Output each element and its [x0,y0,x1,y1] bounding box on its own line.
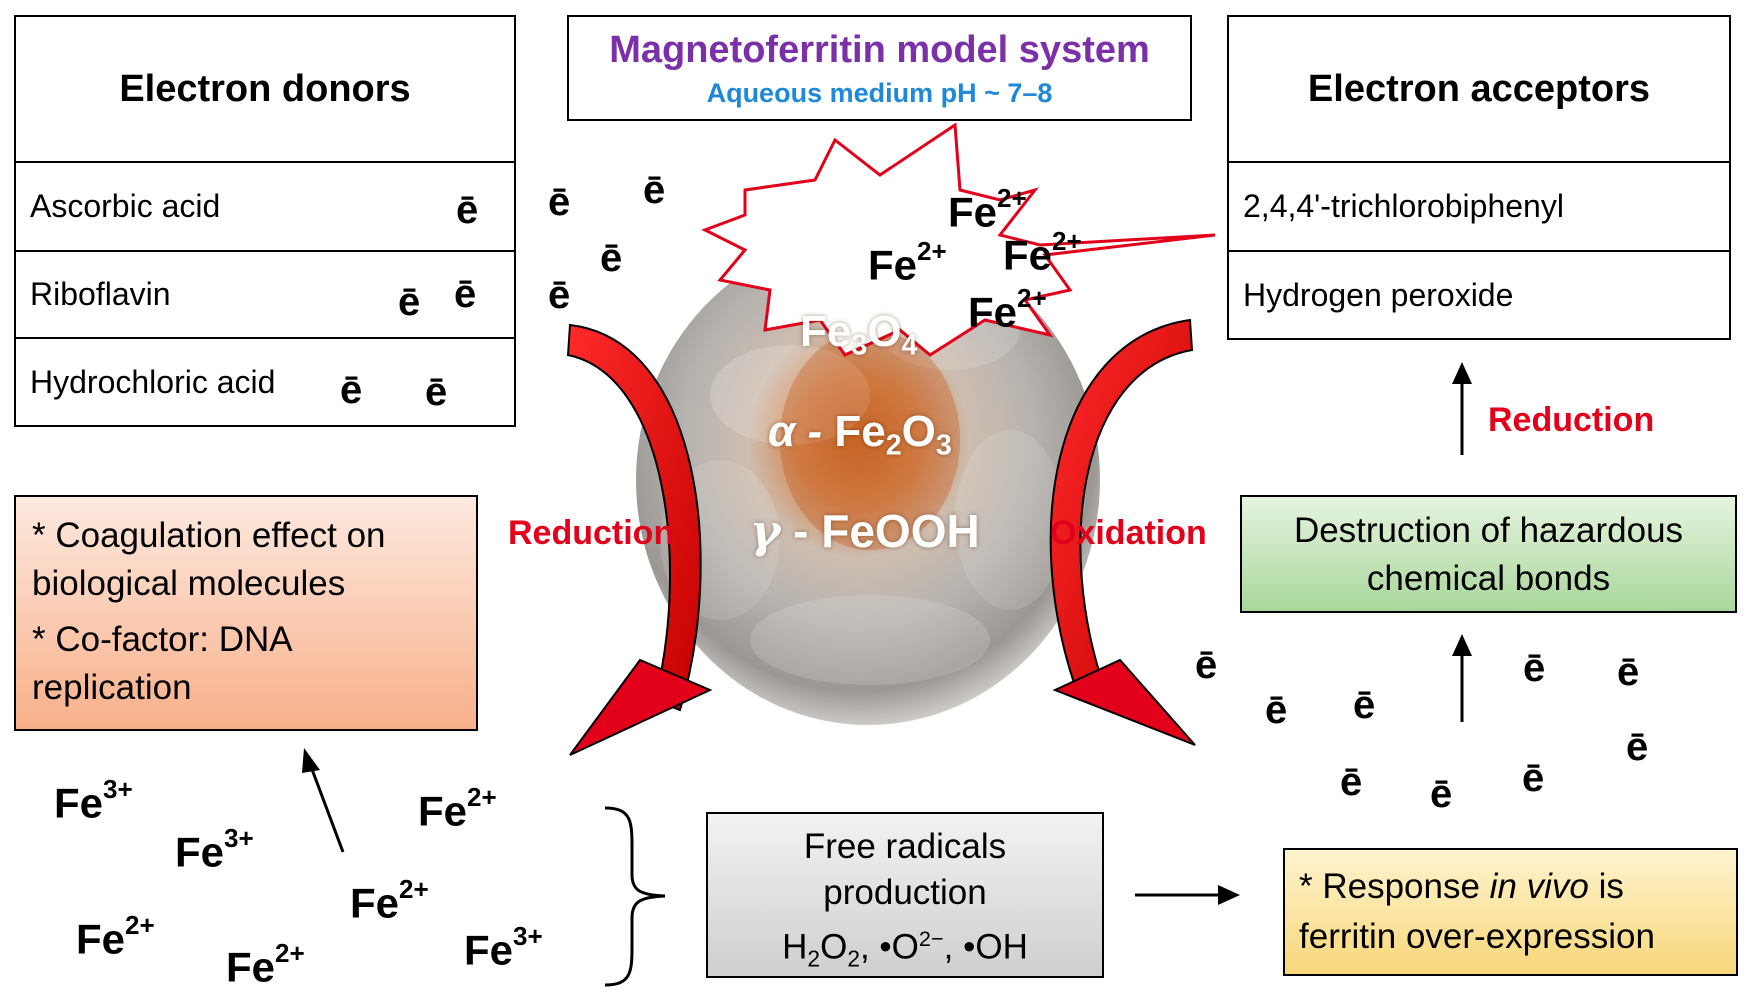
free-radicals-box: Free radicals production H2O2, •O2−, •OH [706,812,1104,978]
reduction-label-left: Reduction [508,514,675,552]
electron: ē [454,272,477,316]
fe2-ion: Fe2+ [226,938,305,991]
electron: ē [600,236,623,280]
title-main: Magnetoferritin model system [609,29,1150,71]
effects-line: * Co-factor: DNA [32,620,293,659]
destruction-line: Destruction of hazardous [1293,511,1684,550]
donors-table: Electron donors Ascorbic acid Riboflavin… [14,15,516,427]
acceptor-row-trichlorobiphenyl: 2,4,4'-trichlorobiphenyl [1229,161,1729,250]
effects-line: * Coagulation effect on [32,516,386,555]
oxidation-label: Oxidation [1050,514,1207,552]
radicals-formula: H2O2, •O2−, •OH [782,926,1028,972]
fe3o4-label: Fe3O4 [800,307,918,362]
response-line: ferritin over-expression [1299,917,1655,956]
effects-line: biological molecules [32,564,346,603]
fe3-ion: Fe3+ [464,921,543,974]
electron: ē [456,188,479,232]
fe2-ion-star: Fe2+ [948,183,1027,236]
donor-row-riboflavin: Riboflavin [16,250,514,337]
left-curved-arrow [566,323,713,756]
electron: ē [398,280,421,324]
donors-header: Electron donors [119,67,411,110]
destruction-box: Destruction of hazardous chemical bonds [1240,495,1737,613]
acceptors-header: Electron acceptors [1307,67,1651,110]
donor-row-ascorbic: Ascorbic acid [16,161,514,250]
title-box: Magnetoferritin model system Aqueous med… [567,15,1192,121]
electron: ē [1523,646,1546,690]
reduction-label-right: Reduction [1488,401,1655,439]
electron: ē [425,370,448,414]
acceptors-table: Electron acceptors 2,4,4'-trichlorobiphe… [1227,15,1731,340]
electron: ē [1617,650,1640,694]
feooh-label: γ - FeOOH [750,504,980,558]
curly-brace [604,806,666,987]
electron: ē [548,273,571,317]
electron: ē [1626,725,1649,769]
starburst-shape [701,122,1216,357]
response-box: * Response in vivo is ferritin over-expr… [1283,848,1738,976]
title-subtitle: Aqueous medium pH ~ 7–8 [706,78,1053,108]
fe3-ion: Fe3+ [54,774,133,827]
acceptor-row-hydrogen-peroxide: Hydrogen peroxide [1229,250,1729,338]
black-arrows [302,362,1472,905]
electron: ē [1195,643,1218,687]
electron: ē [643,168,666,212]
fe2o3-label: α - Fe2O3 [768,407,952,462]
fe2-ion-star: Fe2+ [1003,226,1082,279]
fe2-ion-star: Fe2+ [868,236,947,289]
radicals-line: Free radicals [803,827,1007,866]
radicals-line: production [823,873,987,912]
electron: ē [1353,683,1376,727]
electron: ē [1430,772,1453,816]
electron: ē [1265,688,1288,732]
electron: ē [1522,756,1545,800]
electron: ē [340,368,363,412]
destruction-line: chemical bonds [1366,559,1611,598]
donor-row-hydrochloric: Hydrochloric acid [16,337,514,425]
effects-line: replication [32,668,192,707]
fe2-ion: Fe2+ [350,874,429,927]
fe2-ion-star: Fe2+ [968,283,1047,336]
fe2-ion: Fe2+ [418,782,497,835]
response-line: * Response in vivo is [1299,867,1624,906]
electron: ē [1340,760,1363,804]
effects-box: * Coagulation effect on biological molec… [14,495,478,731]
fe3-ion: Fe3+ [175,823,254,876]
right-curved-arrow [1049,318,1196,746]
fe2-ion: Fe2+ [76,910,155,963]
electron: ē [548,180,571,224]
